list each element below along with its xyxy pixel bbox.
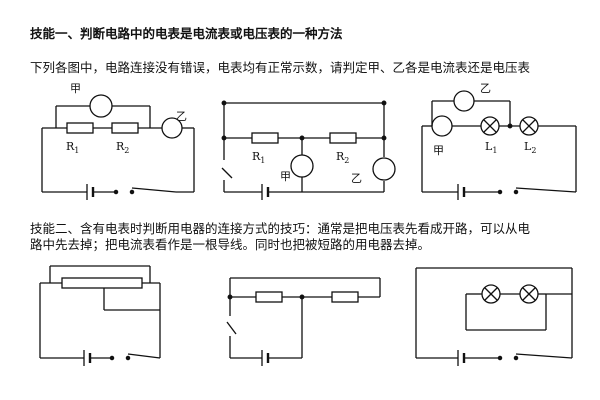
intro-text: 下列各图中，电路连接没有错误，电表均有正常示数，请判定甲、乙各是电流表还是电压表: [30, 60, 531, 75]
label-l2: L2: [524, 140, 536, 155]
junction-dot: [299, 294, 305, 300]
circuit-4: [39, 265, 161, 359]
resistor-r2: [329, 132, 357, 144]
switch-contact: [113, 189, 119, 195]
label-l1: L1: [485, 140, 497, 155]
switch-contact: [129, 189, 135, 195]
skill-two-line-1: 技能二、含有电表时判断用电器的连接方式的技巧：通常是把电压表先看成开路，可以从电: [30, 221, 531, 236]
circuit-1: [41, 105, 195, 193]
label-r1: R1: [252, 150, 265, 165]
meter-jia: [290, 154, 314, 178]
label-jia: 甲: [280, 170, 291, 183]
junction-dot: [299, 135, 305, 141]
junction-dot: [221, 135, 227, 141]
junction-dot: [381, 100, 387, 106]
meter-jia: [431, 115, 453, 137]
junction-dot: [381, 135, 387, 141]
skill-one-heading: 技能一、判断电路中的电表是电流表或电压表的一种方法: [30, 26, 343, 41]
junction-dot: [507, 123, 513, 129]
label-yi: 乙: [351, 172, 362, 185]
resistor-r1: [66, 122, 94, 134]
lamp: [519, 284, 539, 304]
label-yi: 乙: [176, 110, 187, 123]
label-r2: R2: [336, 150, 349, 165]
switch-contact: [125, 355, 131, 361]
label-r2: R2: [116, 140, 129, 155]
resistor: [331, 291, 359, 303]
circuit-5: [226, 277, 381, 359]
label-jia: 甲: [70, 82, 81, 95]
circuit-6: [415, 267, 573, 359]
skill-two-line-2: 路中先去掉；把电流表看作是一根导线。同时也把被短路的用电器去掉。: [30, 237, 431, 252]
meter-jia: [89, 94, 113, 118]
junction-dot: [227, 294, 233, 300]
switch-contact: [513, 189, 519, 195]
meter-yi: [161, 117, 183, 139]
resistor-r1: [251, 132, 279, 144]
switch-contact: [513, 355, 519, 361]
meter-yi: [372, 157, 396, 181]
meter-yi: [453, 90, 475, 112]
lamp-l1: [480, 116, 500, 136]
label-yi: 乙: [480, 82, 491, 95]
lamp-l2: [519, 116, 539, 136]
lamp: [481, 284, 501, 304]
rheostat: [61, 277, 143, 289]
switch-contact: [497, 189, 503, 195]
label-jia: 甲: [433, 144, 444, 157]
circuit-3: [421, 100, 577, 193]
junction-dot: [221, 100, 227, 106]
resistor: [255, 291, 283, 303]
resistor-r2: [111, 122, 139, 134]
label-r1: R1: [66, 140, 79, 155]
switch-contact: [497, 355, 503, 361]
switch-contact: [109, 355, 115, 361]
